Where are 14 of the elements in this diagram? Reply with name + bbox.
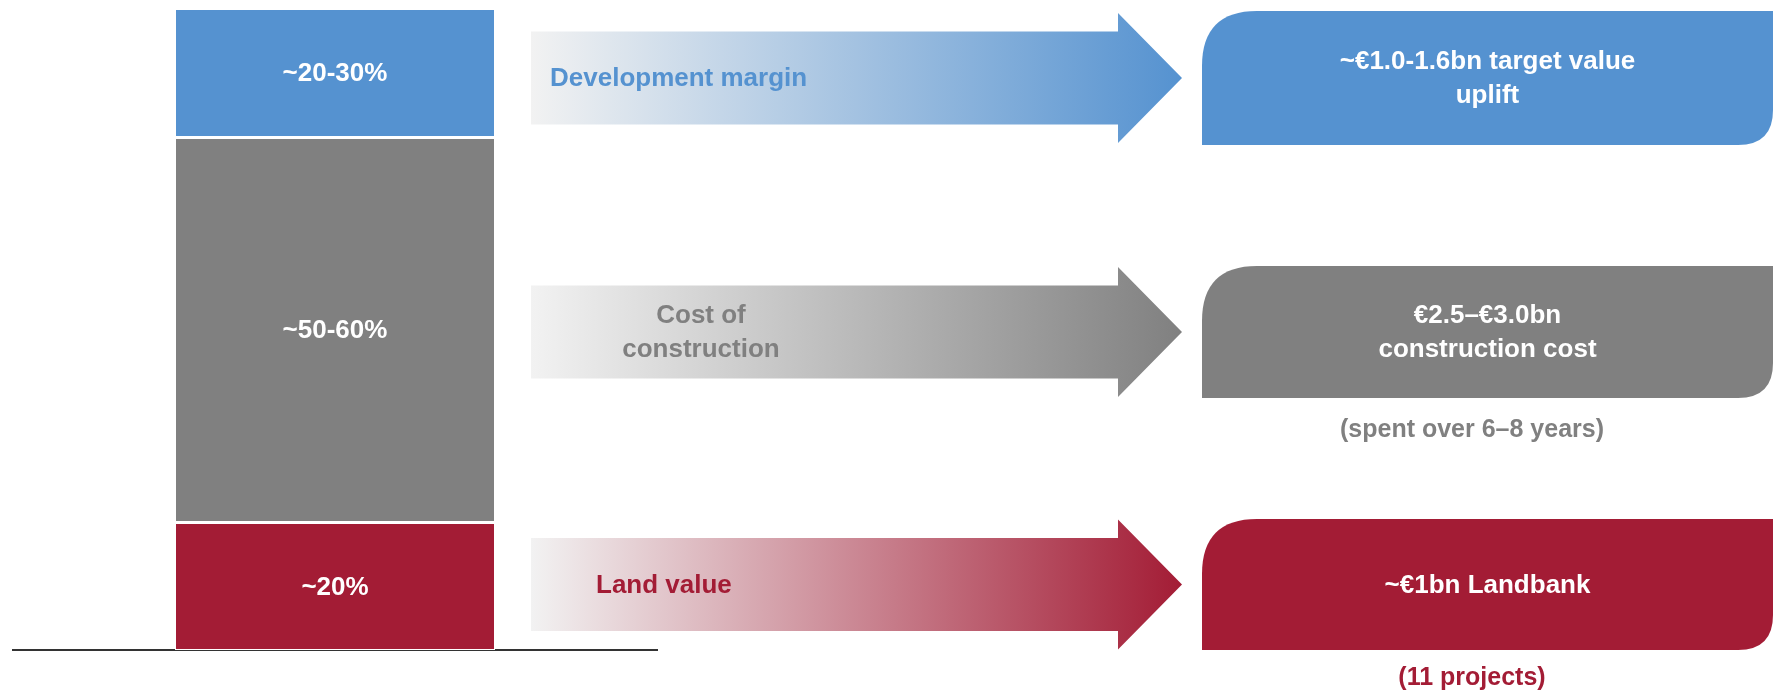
note-label: (11 projects): [1397, 662, 1547, 691]
value-label: ~€1bn Landbank: [1384, 567, 1591, 601]
edge-label: Cost of construction: [621, 298, 781, 365]
percentage-label: ~20%: [301, 569, 369, 603]
percentage-label: ~20-30%: [282, 56, 388, 90]
percentage-label: ~50-60%: [282, 313, 388, 347]
gradient-arrow: [531, 13, 1182, 143]
value-label: €2.5–€3.0bn construction cost: [1377, 298, 1598, 365]
edge-label: Development margin: [550, 61, 808, 95]
edge-label: Land value: [596, 567, 732, 601]
gradient-arrow: [531, 267, 1182, 397]
gradient-arrow: [531, 519, 1182, 650]
value-label: ~€1.0-1.6bn target value uplift: [1338, 44, 1637, 111]
note-label: (spent over 6–8 years): [1339, 414, 1605, 443]
